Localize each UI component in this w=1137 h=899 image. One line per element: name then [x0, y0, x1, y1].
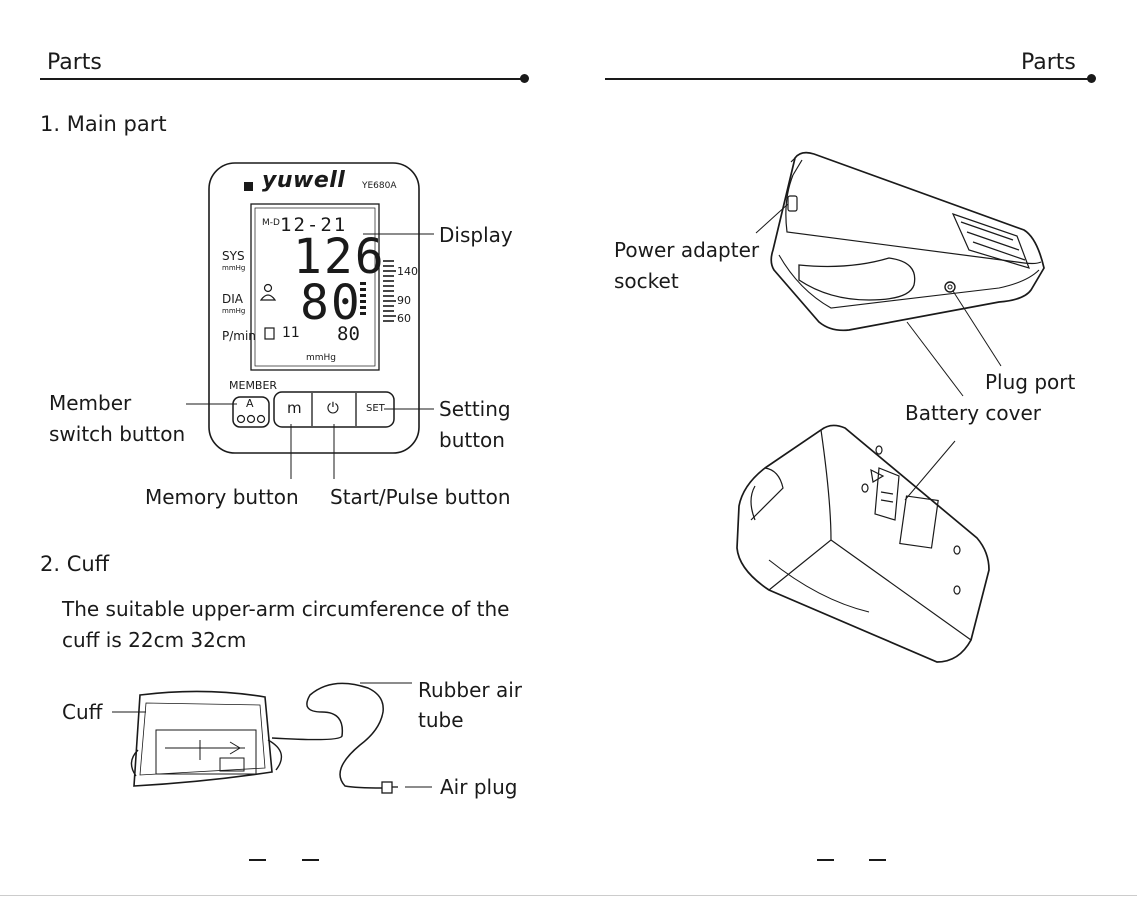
callout-air-plug: Air plug: [440, 775, 518, 799]
callout-plug-port: Plug port: [985, 370, 1076, 394]
date-label: M-D: [262, 218, 280, 228]
right-header-rule: [605, 78, 1093, 80]
bottom-edge-line: [0, 895, 1137, 896]
section-cuff-title: 2. Cuff: [40, 552, 110, 576]
scale-60: 60: [397, 312, 411, 325]
brand-logo: yuwell: [262, 168, 346, 193]
set-key-label: SET: [366, 403, 385, 414]
lcd-memory-count: 11: [282, 325, 300, 341]
monitor-side-illustration: [755, 151, 1045, 397]
callout-memory-button: Memory button: [145, 485, 299, 509]
page-mark-right-2: [869, 859, 886, 861]
member-label: MEMBER: [229, 379, 278, 392]
callout-display: Display: [439, 223, 513, 247]
dia-unit: mmHg: [222, 307, 246, 315]
left-header-rule: [40, 78, 524, 80]
lcd-date: 12-21: [280, 214, 348, 236]
lcd-systolic: 126: [293, 229, 386, 285]
sys-label: SYS: [222, 249, 245, 263]
callout-cuff: Cuff: [62, 700, 103, 724]
right-header-dot: [1087, 74, 1096, 83]
memory-key-label: m: [287, 399, 302, 417]
section-main-part-title: 1. Main part: [40, 112, 167, 136]
member-key-label: A: [246, 397, 254, 410]
callout-setting-line2: button: [439, 428, 505, 452]
cuff-description-line1: The suitable upper-arm circumference of …: [62, 597, 510, 621]
sys-unit: mmHg: [222, 264, 246, 272]
callout-member-line2: switch button: [49, 422, 186, 446]
lcd-unit: mmHg: [306, 353, 337, 363]
lcd-diastolic: 80: [300, 275, 362, 331]
right-page-header: Parts: [1021, 50, 1076, 75]
callout-battery-cover: Battery cover: [905, 401, 1041, 425]
page-mark-left-2: [302, 859, 319, 861]
callout-start-button: Start/Pulse button: [330, 485, 511, 509]
scale-140: 140: [397, 265, 418, 278]
scale-90: 90: [397, 294, 411, 307]
power-icon: ⏻: [327, 399, 339, 417]
page-mark-left-1: [249, 859, 266, 861]
model-label: YE680A: [362, 181, 397, 191]
left-page-header: Parts: [47, 50, 102, 75]
right-page: Parts Power adapter socket Plug port Bat…: [569, 0, 1137, 899]
monitor-bottom-illustration: [736, 424, 990, 663]
callout-setting-line1: Setting: [439, 397, 511, 421]
callout-member-line1: Member: [49, 391, 132, 415]
left-page: Parts 1. Main part: [0, 0, 568, 899]
pulse-label: P/min: [222, 329, 256, 343]
callout-rubber-tube-line1: Rubber air: [418, 678, 522, 702]
left-header-dot: [520, 74, 529, 83]
cuff-illustration: [112, 682, 432, 794]
monitor-front-illustration: [186, 162, 434, 479]
lcd-pulse: 80: [337, 323, 360, 345]
callout-rubber-tube-line2: tube: [418, 708, 464, 732]
cuff-description-line2: cuff is 22cm 32cm: [62, 628, 247, 652]
callout-power-socket-line2: socket: [614, 269, 679, 293]
callout-power-socket-line1: Power adapter: [614, 238, 760, 262]
dia-label: DIA: [222, 292, 243, 306]
page-mark-right-1: [817, 859, 834, 861]
